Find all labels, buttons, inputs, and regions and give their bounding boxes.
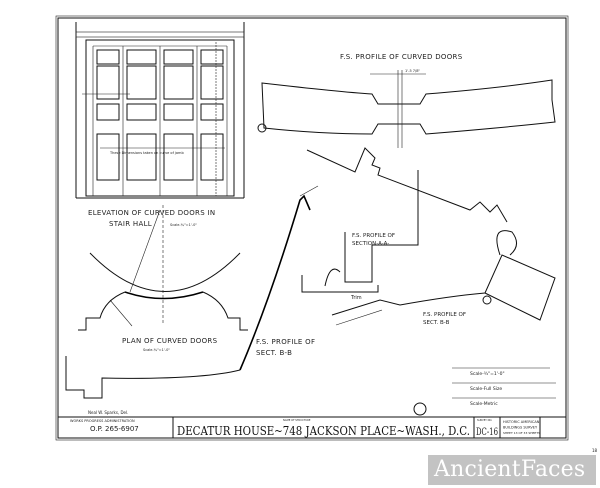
scale-label: Scale-Full Size xyxy=(470,386,502,392)
door-panel xyxy=(126,133,157,181)
scale-label: Scale-¾"=1'-0" xyxy=(470,371,505,377)
structure-name: DECATUR HOUSE~748 JACKSON PLACE~WASH., D… xyxy=(177,423,470,438)
elevation-subtitle: STAIR HALL xyxy=(109,220,152,228)
door-panel xyxy=(126,103,157,121)
plan-scale: Scale-¾"=1'-0" xyxy=(143,348,170,352)
elevation-scale: Scale-¾"=1'-0" xyxy=(170,223,197,227)
profile-section-a-subtitle: SECTION-A-A- xyxy=(352,241,389,247)
survey-number: DC-16 xyxy=(476,427,498,438)
profile-sect-b-left-subtitle: SECT. B-B xyxy=(256,349,292,357)
plan-drawing xyxy=(78,205,248,331)
door-panel xyxy=(126,49,157,65)
watermark: AncientFaces xyxy=(428,455,596,485)
profile-section-a-title: F.S. PROFILE OF xyxy=(352,233,395,239)
profile-sect-b-right-subtitle: SECT. B-B xyxy=(423,320,450,326)
page-number: 18 xyxy=(592,448,598,453)
sheet-border xyxy=(57,17,567,439)
watermark-text: AncientFaces xyxy=(434,457,586,482)
profile-doors-drawing xyxy=(257,70,556,148)
door-panel xyxy=(163,133,194,181)
elevation-note: These Dimensions taken on curve of jamb xyxy=(109,151,184,155)
project-number: O.P. 265-6907 xyxy=(90,425,139,433)
door-panel xyxy=(200,65,224,100)
title-block xyxy=(58,416,566,438)
seal-icon xyxy=(413,402,427,416)
sheet-info: SHEET 13 OF 33 SHEETS xyxy=(503,431,540,435)
plan-title: PLAN OF CURVED DOORS xyxy=(122,337,218,345)
door-panel xyxy=(96,103,120,121)
door-panel xyxy=(200,133,224,181)
profile-sect-b-right-title: F.S. PROFILE OF xyxy=(423,312,466,318)
door-elevation-drawing: These Dimensions taken on curve of jamb xyxy=(75,22,245,199)
scale-label: Scale-Metric xyxy=(470,401,498,407)
profile-sect-b-right-drawing xyxy=(331,230,556,326)
profile-sect-b-left-drawing xyxy=(65,185,319,399)
survey-org: HISTORIC AMERICAN xyxy=(503,420,540,424)
door-panel xyxy=(96,133,120,181)
sheet-outer-border xyxy=(55,15,569,441)
profile-doors-dimension: 1'-5 7/8" xyxy=(405,69,420,73)
door-panel xyxy=(163,49,194,65)
elevation-title: ELEVATION OF CURVED DOORS IN xyxy=(88,209,215,217)
door-panel xyxy=(163,65,194,100)
survey-label: SURVEY NO. xyxy=(477,418,492,422)
door-panel xyxy=(96,49,120,65)
door-panel xyxy=(126,65,157,100)
delineator: Neal W. Sparks, Del. xyxy=(88,410,128,415)
door-panel xyxy=(96,65,120,100)
profile-doors-title: F.S. PROFILE OF CURVED DOORS xyxy=(340,53,463,61)
trim-label: Trim xyxy=(350,295,362,301)
agency: WORKS PROGRESS ADMINISTRATION xyxy=(70,419,135,423)
structure-label: NAME OF STRUCTURE xyxy=(283,418,311,422)
graphic-scales xyxy=(452,367,556,399)
door-panel xyxy=(163,103,194,121)
door-panel xyxy=(200,49,224,65)
survey-org-2: BUILDINGS SURVEY xyxy=(503,426,538,430)
profile-section-a-drawing xyxy=(301,147,508,293)
door-panel xyxy=(200,103,224,121)
profile-sect-b-left-title: F.S. PROFILE OF xyxy=(256,338,315,346)
